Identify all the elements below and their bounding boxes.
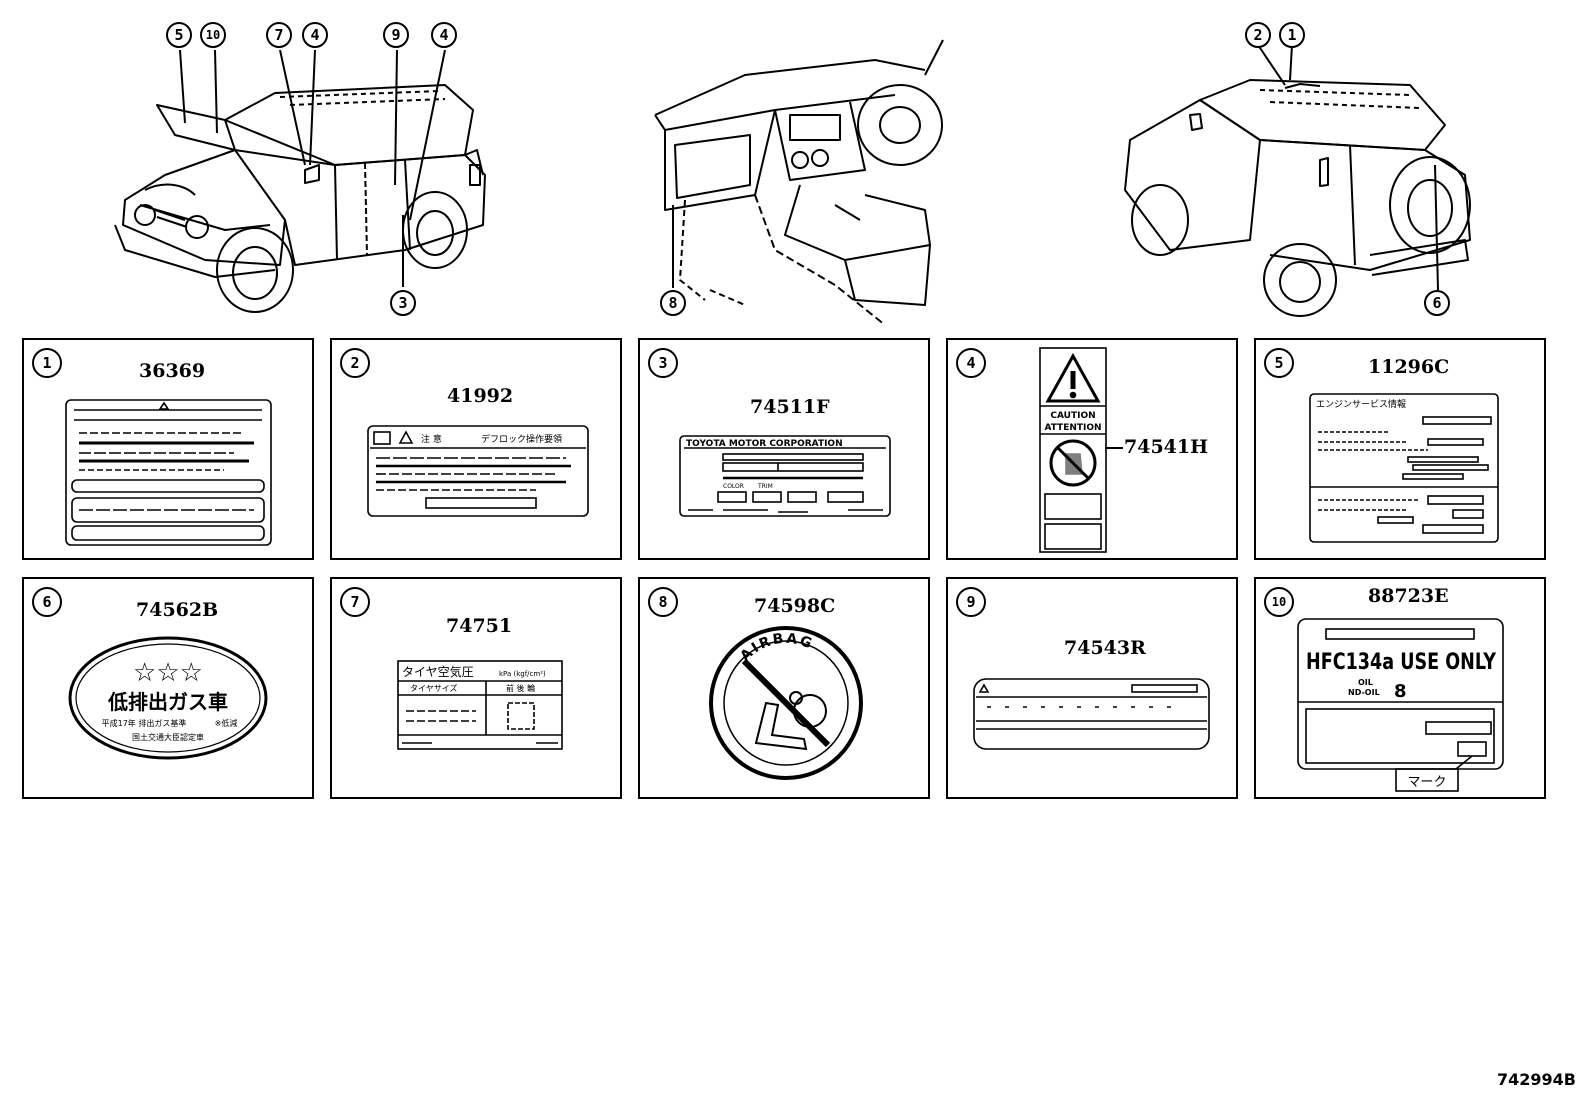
part-number: 74598C bbox=[754, 595, 836, 617]
label-cell-6: 6 74562B ☆☆☆ 低排出ガス車 平成17年 排出ガス基準 ※低減 国土交… bbox=[22, 577, 314, 799]
label-88723E-drawing: HFC134a USE ONLY OIL ND-OIL 8 マーク bbox=[1297, 618, 1504, 792]
label-cell-3: 3 74511F TOYOTA MOTOR CORPORATION COLOR … bbox=[638, 338, 930, 560]
cell-number: 4 bbox=[956, 348, 986, 378]
callout-2: 2 bbox=[1245, 22, 1271, 48]
cell-number: 5 bbox=[1264, 348, 1294, 378]
callout-7: 7 bbox=[266, 22, 292, 48]
vehicle-rear-illustration bbox=[1124, 44, 1471, 317]
label-defrost-text: デフロック操作要領 bbox=[481, 433, 562, 445]
part-number: 36369 bbox=[139, 360, 206, 382]
nd-oil-text: ND-OIL bbox=[1348, 688, 1380, 697]
cell-number: 7 bbox=[340, 587, 370, 617]
label-74511F-drawing: TOYOTA MOTOR CORPORATION COLOR TRIM bbox=[679, 435, 891, 517]
part-number: 74543R bbox=[1064, 637, 1146, 659]
certification-text: 国土交通大臣認定車 bbox=[132, 732, 204, 742]
emission-standard-text: 平成17年 排出ガス基準 bbox=[102, 718, 187, 728]
oil-grade-number: 8 bbox=[1394, 681, 1407, 702]
cell-number: 6 bbox=[32, 587, 62, 617]
callout-5: 5 bbox=[166, 22, 192, 48]
vehicle-front-illustration bbox=[114, 49, 486, 313]
part-number: 74562B bbox=[136, 599, 219, 621]
color-text: COLOR bbox=[723, 483, 744, 490]
tire-pressure-title: タイヤ空気圧 bbox=[402, 664, 474, 679]
mark-text: マーク bbox=[1407, 775, 1446, 790]
callout-4: 4 bbox=[302, 22, 328, 48]
label-cell-1: 1 36369 bbox=[22, 338, 314, 560]
leader-line bbox=[1105, 447, 1123, 449]
label-11296C-drawing: エンジンサービス情報 bbox=[1309, 393, 1499, 543]
callout-3: 3 bbox=[390, 290, 416, 316]
part-number: 88723E bbox=[1368, 585, 1449, 607]
oil-text: OIL bbox=[1358, 678, 1373, 687]
callout-4-b: 4 bbox=[431, 22, 457, 48]
cell-number: 9 bbox=[956, 587, 986, 617]
cell-number: 10 bbox=[1264, 587, 1294, 617]
callout-8: 8 bbox=[660, 290, 686, 316]
part-number: 41992 bbox=[447, 385, 514, 407]
cell-number: 1 bbox=[32, 348, 62, 378]
attention-text: ATTENTION bbox=[1044, 423, 1101, 433]
part-number: 74541H bbox=[1124, 436, 1209, 458]
stars-icon: ☆☆☆ bbox=[133, 658, 203, 688]
callout-6: 6 bbox=[1424, 290, 1450, 316]
label-74543R-drawing bbox=[973, 678, 1210, 750]
part-number: 74511F bbox=[750, 396, 830, 418]
tire-size-text: タイヤサイズ bbox=[410, 683, 458, 693]
trim-text: TRIM bbox=[757, 483, 773, 490]
callout-1: 1 bbox=[1279, 22, 1305, 48]
label-caution-text: 注 意 bbox=[421, 433, 442, 445]
low-emission-text: 低排出ガス車 bbox=[107, 690, 228, 714]
caution-text: CAUTION bbox=[1050, 411, 1095, 421]
engine-service-title: エンジンサービス情報 bbox=[1316, 398, 1406, 410]
label-cell-10: 10 88723E HFC134a USE ONLY OIL ND-OIL 8 … bbox=[1254, 577, 1546, 799]
front-rear-text: 前 後 輪 bbox=[506, 683, 535, 693]
label-cell-7: 7 74751 タイヤ空気圧 kPa (kgf/cm²) タイヤサイズ 前 後 … bbox=[330, 577, 622, 799]
label-cell-4: 4 CAUTION ATTENTION 74541H bbox=[946, 338, 1238, 560]
corp-name-text: TOYOTA MOTOR CORPORATION bbox=[686, 439, 843, 449]
dashboard-illustration bbox=[654, 39, 944, 325]
label-cell-5: 5 11296C エンジンサービス情報 bbox=[1254, 338, 1546, 560]
cell-number: 3 bbox=[648, 348, 678, 378]
label-cell-9: 9 74543R bbox=[946, 577, 1238, 799]
part-number: 74751 bbox=[446, 615, 513, 637]
label-36369-drawing bbox=[65, 399, 272, 546]
refrigerant-warning-text: HFC134a USE ONLY bbox=[1306, 650, 1497, 675]
label-cell-2: 2 41992 注 意 デフロック操作要領 bbox=[330, 338, 622, 560]
cell-number: 2 bbox=[340, 348, 370, 378]
label-74541H-drawing: CAUTION ATTENTION bbox=[1039, 347, 1107, 553]
cell-number: 8 bbox=[648, 587, 678, 617]
label-41992-drawing: 注 意 デフロック操作要領 bbox=[367, 425, 589, 517]
label-cell-8: 8 74598C AIRBAG bbox=[638, 577, 930, 799]
reduction-text: ※低減 bbox=[215, 718, 238, 728]
callout-9: 9 bbox=[383, 22, 409, 48]
part-number: 11296C bbox=[1368, 356, 1450, 378]
label-74751-drawing: タイヤ空気圧 kPa (kgf/cm²) タイヤサイズ 前 後 輪 bbox=[397, 660, 563, 750]
callout-10: 10 bbox=[200, 22, 226, 48]
document-number: 742994B bbox=[1497, 1070, 1576, 1089]
label-74598C-drawing: AIRBAG bbox=[709, 626, 863, 780]
pressure-unit-text: kPa (kgf/cm²) bbox=[499, 670, 546, 678]
label-74562B-drawing: ☆☆☆ 低排出ガス車 平成17年 排出ガス基準 ※低減 国土交通大臣認定車 bbox=[68, 636, 268, 760]
